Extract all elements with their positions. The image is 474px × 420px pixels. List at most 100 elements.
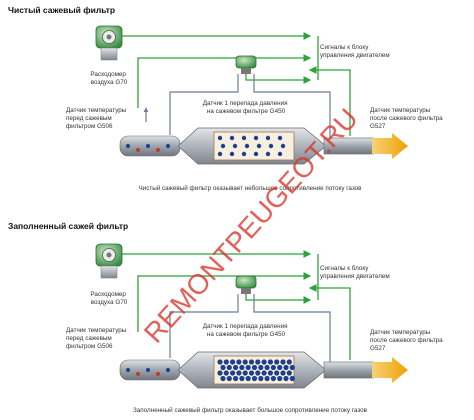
- soot-particles: [126, 135, 286, 157]
- soot-particle: [280, 370, 286, 376]
- soot-particle: [242, 359, 248, 365]
- soot-particle: [244, 143, 250, 149]
- soot-particle: [267, 359, 273, 365]
- soot-particle: [241, 151, 247, 157]
- soot-particle: [283, 375, 289, 382]
- dpf-assembly: [119, 127, 408, 165]
- soot-particle: [270, 375, 276, 382]
- pressure-sensor-icon: [235, 275, 257, 294]
- soot-particle: [280, 359, 286, 365]
- panel-title: Чистый сажевый фильтр: [8, 5, 115, 15]
- soot-particle: [220, 143, 226, 149]
- panel-title: Заполненный сажей фильтр: [8, 221, 128, 231]
- soot-particle: [232, 143, 238, 149]
- pressure-lines: [169, 294, 331, 366]
- soot-particle: [217, 359, 223, 365]
- soot-particle: [126, 144, 130, 148]
- soot-particle: [239, 364, 245, 371]
- pressure-sensor-label: Датчик 1 перепада давления на сажевом фи…: [203, 100, 290, 115]
- soot-particle: [226, 364, 232, 371]
- soot-particle: [277, 135, 283, 141]
- soot-particle: [136, 372, 140, 376]
- soot-particle: [236, 370, 242, 376]
- soot-particle: [166, 368, 170, 372]
- soot-particle: [220, 375, 226, 382]
- soot-particle: [156, 148, 160, 152]
- soot-particle: [283, 364, 289, 371]
- soot-particle: [233, 375, 239, 382]
- soot-particle: [286, 359, 292, 365]
- soot-particle: [253, 135, 259, 141]
- soot-particle: [220, 364, 226, 371]
- soot-particle: [242, 370, 248, 376]
- signal-lines: [122, 32, 351, 136]
- soot-particle: [280, 143, 286, 149]
- pressure-sensor-icon: [235, 55, 257, 74]
- soot-particle: [274, 359, 280, 365]
- soot-particle: [258, 364, 264, 371]
- soot-particle: [261, 359, 267, 365]
- soot-particle: [233, 364, 239, 371]
- soot-particle: [251, 375, 258, 382]
- soot-particle: [248, 370, 255, 376]
- soot-particle: [277, 375, 283, 382]
- soot-particle: [136, 148, 140, 152]
- soot-particle: [270, 364, 276, 371]
- soot-particle: [146, 144, 150, 148]
- signals-label: Сигналы к блоку управления двигателем: [320, 264, 390, 280]
- soot-particle: [223, 370, 229, 376]
- soot-particle: [230, 370, 236, 376]
- soot-particle: [261, 370, 267, 376]
- soot-particle: [286, 370, 292, 376]
- panel-caption: Заполненный сажевый фильтр оказывает бол…: [133, 406, 368, 414]
- soot-particle: [251, 364, 258, 371]
- soot-particle: [274, 370, 280, 376]
- soot-particle: [236, 359, 242, 365]
- pressure-lines: [169, 74, 331, 142]
- soot-particle: [289, 375, 295, 382]
- dpf-assembly: [119, 351, 408, 389]
- soot-particle: [223, 359, 229, 365]
- soot-particle: [156, 372, 160, 376]
- temp-after-label: Датчик температуры после сажевого фильтр…: [370, 329, 444, 352]
- soot-particle: [241, 135, 247, 141]
- soot-particle: [264, 375, 270, 382]
- soot-particle: [277, 364, 283, 371]
- airflow-sensor-label: Расходомер воздуха G70: [90, 291, 127, 306]
- soot-particle: [226, 375, 232, 382]
- soot-particle: [267, 370, 273, 376]
- temp-after-label: Датчик температуры после сажевого фильтр…: [370, 107, 444, 130]
- soot-particle: [258, 375, 264, 382]
- soot-particle: [268, 143, 274, 149]
- soot-particle: [239, 375, 245, 382]
- temp-before-label: Датчик температуры перед сажевым фильтро…: [66, 107, 128, 130]
- soot-particle: [217, 370, 223, 376]
- soot-particle: [217, 135, 223, 141]
- soot-particle: [277, 151, 283, 157]
- panel-clean: Чистый сажевый фильтр Расходомер воздуха…: [8, 5, 444, 192]
- airflow-sensor-label: Расходомер воздуха G70: [90, 71, 127, 86]
- soot-particle: [245, 375, 251, 382]
- signals-label: Сигналы к блоку управления двигателем: [320, 43, 390, 59]
- airflow-meter-icon: [95, 25, 123, 61]
- panel-full: Заполненный сажей фильтр Расходомер возд…: [8, 221, 444, 414]
- pressure-sensor-label: Датчик 1 перепада давления на сажевом фи…: [203, 323, 290, 338]
- soot-particle: [229, 151, 235, 157]
- temp-before-label: Датчик температуры перед сажевым фильтро…: [66, 327, 128, 350]
- soot-particle: [146, 368, 150, 372]
- soot-particle: [265, 135, 271, 141]
- soot-particle: [255, 359, 261, 365]
- soot-particle: [253, 151, 259, 157]
- soot-particle: [166, 144, 170, 148]
- soot-particle: [126, 368, 130, 372]
- soot-particle: [229, 135, 235, 141]
- soot-particle: [256, 143, 262, 149]
- panel-caption: Чистый сажевый фильтр оказывает небольшо…: [138, 184, 362, 192]
- soot-particle: [217, 151, 223, 157]
- soot-particle: [255, 370, 261, 376]
- soot-particle: [289, 364, 295, 371]
- soot-particle: [230, 359, 236, 365]
- airflow-meter-icon: [95, 243, 123, 279]
- soot-particle: [245, 364, 251, 371]
